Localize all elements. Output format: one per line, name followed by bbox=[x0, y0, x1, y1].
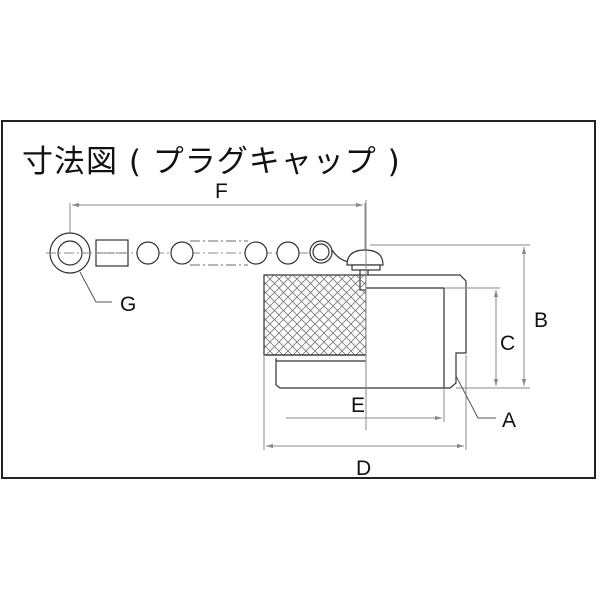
label-c: C bbox=[500, 332, 515, 355]
dimension-f: F bbox=[69, 180, 366, 290]
label-f: F bbox=[215, 180, 228, 203]
label-e: E bbox=[351, 394, 365, 417]
drawing-frame bbox=[1, 120, 596, 479]
leader-g: G bbox=[79, 271, 136, 316]
label-a: A bbox=[502, 409, 516, 432]
label-b: B bbox=[534, 309, 548, 332]
dimension-b: B bbox=[370, 244, 548, 389]
dimension-c: C bbox=[444, 287, 515, 386]
dimension-e: E bbox=[286, 388, 445, 422]
label-d: D bbox=[356, 457, 371, 480]
leader-a: A bbox=[455, 375, 516, 432]
drawing-title: 寸法図 ( プラグキャップ ) bbox=[22, 144, 401, 180]
cap-body bbox=[263, 200, 467, 430]
label-g: G bbox=[120, 293, 136, 316]
dimension-d: D bbox=[263, 355, 467, 480]
ball-chain bbox=[46, 240, 372, 266]
